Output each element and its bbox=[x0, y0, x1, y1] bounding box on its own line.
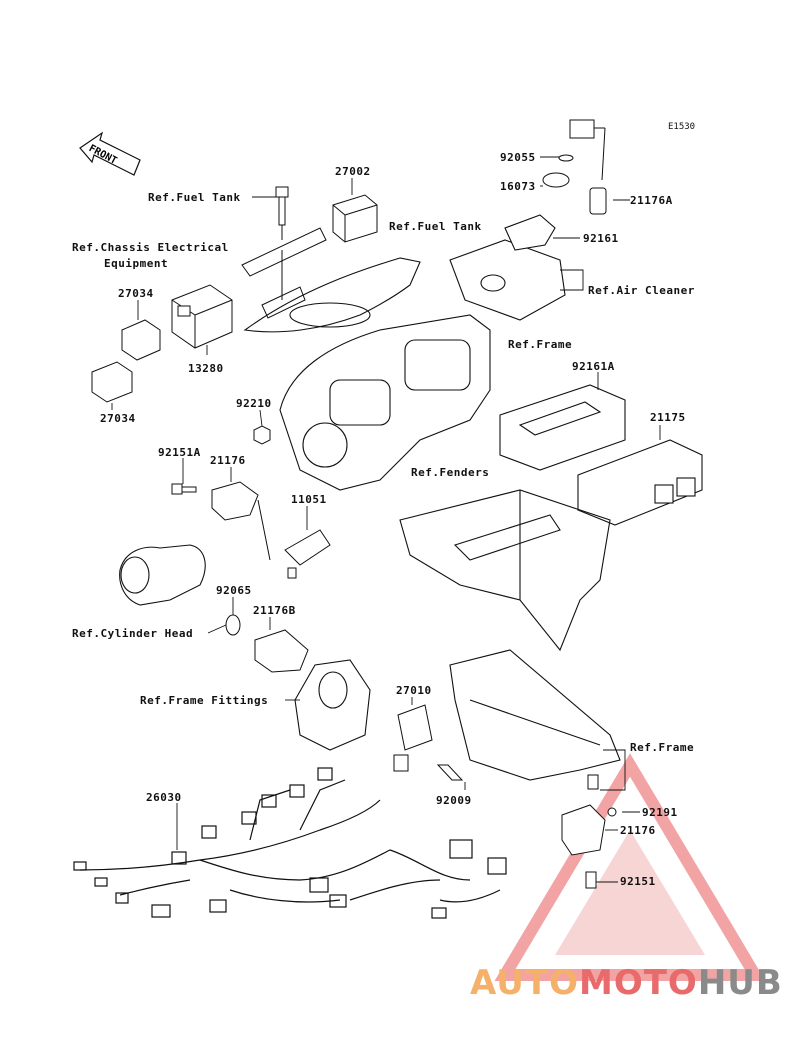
part-92161a: 92161A bbox=[572, 360, 615, 373]
fender-tray bbox=[399, 489, 611, 652]
watermark-logo: AUTOMOTOHUB bbox=[470, 963, 783, 1003]
part-92151a: 92151A bbox=[158, 446, 201, 459]
front-arrow-icon bbox=[79, 131, 141, 176]
ecu-bracket-92161a bbox=[499, 384, 626, 471]
part-92009: 92009 bbox=[436, 794, 472, 807]
label-ref-fenders: Ref.Fenders bbox=[411, 466, 490, 479]
part-27034-a: 27034 bbox=[118, 287, 154, 300]
bolt-fuel-tank bbox=[275, 186, 289, 240]
part-27034-b: 27034 bbox=[100, 412, 136, 425]
part-27010: 27010 bbox=[396, 684, 432, 697]
diagram-code: E1530 bbox=[668, 122, 696, 132]
bracket-11051 bbox=[284, 529, 331, 579]
part-92065: 92065 bbox=[216, 584, 252, 597]
frame-fittings bbox=[294, 659, 371, 751]
frame-airbox bbox=[279, 314, 491, 491]
part-92151: 92151 bbox=[620, 875, 656, 888]
part-21176b: 21176B bbox=[253, 604, 296, 617]
part-21176: 21176 bbox=[210, 454, 246, 467]
washer-92065 bbox=[225, 614, 241, 636]
part-92210: 92210 bbox=[236, 397, 272, 410]
screw-92009 bbox=[436, 764, 464, 781]
ecu-21175 bbox=[577, 439, 703, 526]
label-ref-frame-fittings: Ref.Frame Fittings bbox=[140, 694, 269, 707]
watermark-triangle bbox=[494, 753, 766, 981]
label-ref-frame: Ref.Frame bbox=[508, 338, 573, 351]
part-21175: 21175 bbox=[650, 411, 686, 424]
bracket-plate bbox=[241, 227, 327, 319]
junction-box-13280 bbox=[171, 284, 233, 349]
part-13280: 13280 bbox=[188, 362, 224, 375]
sensor-stack bbox=[542, 119, 607, 215]
label-ref-chassis-electrical-2: Equipment bbox=[104, 257, 169, 270]
part-92055: 92055 bbox=[500, 151, 536, 164]
part-27002: 27002 bbox=[335, 165, 371, 178]
relay-27034-upper bbox=[121, 319, 161, 361]
sensor-21176b bbox=[254, 629, 309, 673]
wiring-harness-26030 bbox=[73, 767, 507, 919]
label-ref-frame-2: Ref.Frame bbox=[630, 741, 695, 754]
relay-27010 bbox=[393, 704, 433, 772]
label-ref-fuel-tank-2: Ref.Fuel Tank bbox=[389, 220, 482, 233]
part-92161: 92161 bbox=[583, 232, 619, 245]
part-21176a: 21176A bbox=[630, 194, 673, 207]
watermark-hub: HUB bbox=[697, 963, 783, 1003]
sensor-21176 bbox=[211, 481, 271, 561]
part-21176-rear: 21176 bbox=[620, 824, 656, 837]
rear-frame bbox=[449, 649, 621, 781]
air-cleaner-assembly bbox=[449, 214, 566, 321]
relay-27034-lower bbox=[91, 361, 133, 403]
cylinder-head bbox=[119, 544, 206, 606]
leader-lines bbox=[111, 156, 661, 883]
nut-92210 bbox=[253, 425, 271, 445]
watermark-auto: AUTO bbox=[470, 963, 579, 1003]
part-11051: 11051 bbox=[291, 493, 327, 506]
relay-27002 bbox=[332, 194, 378, 243]
label-ref-fuel-tank: Ref.Fuel Tank bbox=[148, 191, 241, 204]
label-ref-chassis-electrical: Ref.Chassis Electrical bbox=[72, 241, 229, 254]
fuel-tank-outline bbox=[243, 257, 421, 333]
label-ref-air-cleaner: Ref.Air Cleaner bbox=[588, 284, 695, 297]
part-16073: 16073 bbox=[500, 180, 536, 193]
part-26030: 26030 bbox=[146, 791, 182, 804]
sensor-21176-rear bbox=[561, 774, 617, 889]
bolt-92151a bbox=[171, 483, 197, 495]
watermark-moto: MOTO bbox=[578, 963, 698, 1003]
part-92191: 92191 bbox=[642, 806, 678, 819]
label-ref-cylinder-head: Ref.Cylinder Head bbox=[72, 627, 194, 640]
